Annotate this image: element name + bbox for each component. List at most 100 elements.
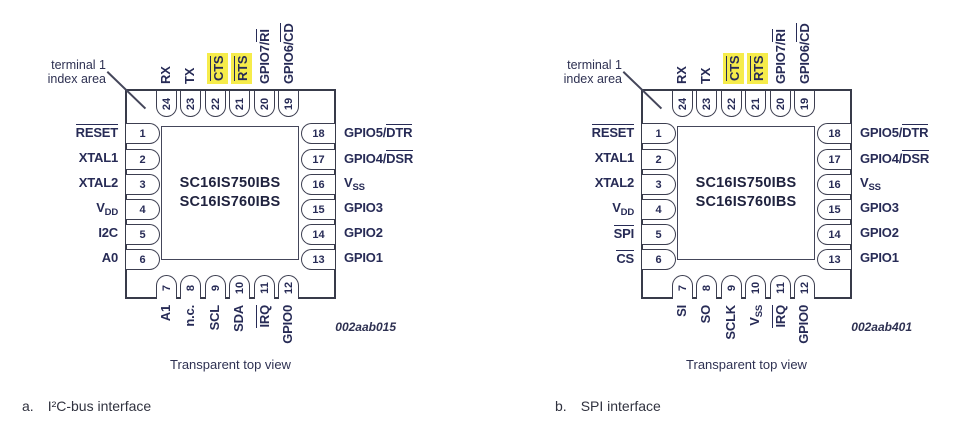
pin-number: 19 [798, 97, 811, 110]
index-area-label: terminal 1 index area [28, 58, 106, 86]
pin-8: 8 [696, 275, 717, 299]
pin-23-label: TX [698, 67, 713, 84]
pin-18: 18 [301, 123, 335, 144]
pin-10: 10 [229, 275, 250, 299]
pin-17-label: GPIO4/DSR [344, 150, 414, 166]
pin-3-label: XTAL2 [594, 175, 634, 190]
pin-number: 7 [160, 284, 173, 291]
pin-24: 24 [156, 91, 177, 117]
pin-4: 4 [642, 199, 676, 220]
index-area-label-line2: index area [563, 72, 622, 86]
pin-16: 16 [817, 174, 851, 195]
pin-number: 7 [676, 284, 689, 291]
pin-number: 8 [184, 284, 197, 291]
pin-5-label: SPI [613, 225, 634, 241]
pinout-figure-i2c: terminal 1 index area SC16IS750IBS SC16I… [0, 0, 455, 426]
caption-letter: a. [22, 398, 34, 414]
pin-number: 12 [798, 281, 811, 294]
index-area-label-line1: terminal 1 [567, 58, 622, 72]
pin-number: 20 [258, 97, 271, 110]
pin-number: 15 [828, 203, 841, 216]
pin-3: 3 [126, 174, 160, 195]
pin-21-label: RTS [231, 12, 252, 84]
pin-13-label: GPIO1 [860, 250, 899, 265]
pin-number: 23 [184, 97, 197, 110]
pin-1-label: RESET [591, 124, 634, 140]
caption-letter: b. [555, 398, 567, 414]
caption-text: I²C-bus interface [47, 398, 152, 414]
pin-8: 8 [180, 275, 201, 299]
pin-18-label: GPIO5/DTR [860, 124, 929, 140]
pin-23: 23 [696, 91, 717, 117]
pin-number: 4 [655, 203, 662, 216]
pin-number: 4 [139, 203, 146, 216]
pin-number: 2 [139, 153, 146, 166]
pin-number: 6 [139, 253, 146, 266]
pin-number: 23 [700, 97, 713, 110]
pin-21: 21 [745, 91, 766, 117]
pin-17: 17 [301, 149, 335, 170]
chip-part-number-1: SC16IS750IBS [179, 175, 281, 191]
pin-22: 22 [721, 91, 742, 117]
pin-number: 14 [312, 228, 325, 241]
chip-package-outline [641, 89, 852, 299]
pin-22-label: CTS [723, 12, 744, 84]
chip-package-outline [125, 89, 336, 299]
pin-14: 14 [301, 224, 335, 245]
pin-18: 18 [817, 123, 851, 144]
pin-13-label: GPIO1 [344, 250, 383, 265]
pin-11: 11 [770, 275, 791, 299]
pin-24: 24 [672, 91, 693, 117]
pin-number: 20 [774, 97, 787, 110]
pin-number: 2 [655, 153, 662, 166]
pin-number: 21 [233, 97, 246, 110]
pin-number: 1 [139, 127, 146, 140]
pin-24-label: RX [674, 66, 689, 84]
pin-23-label: TX [182, 67, 197, 84]
pin-5: 5 [642, 224, 676, 245]
pin-21: 21 [229, 91, 250, 117]
pin-number: 14 [828, 228, 841, 241]
pin-4-label: VDD [612, 200, 634, 218]
index-area-label-line2: index area [47, 72, 106, 86]
pin-number: 24 [160, 97, 173, 110]
pin-number: 13 [828, 253, 841, 266]
pin-4: 4 [126, 199, 160, 220]
pin-number: 6 [655, 253, 662, 266]
pin-number: 11 [258, 281, 271, 294]
chip-die-outline: SC16IS750IBS SC16IS760IBS [677, 126, 815, 260]
pin-number: 19 [282, 97, 295, 110]
pin-19-label: GPIO6/CD [280, 23, 296, 84]
pin-7: 7 [672, 275, 693, 299]
pin-6-label: CS [616, 250, 634, 266]
pin-number: 10 [233, 281, 246, 294]
pin-3-label: XTAL2 [78, 175, 118, 190]
caption-text: SPI interface [580, 398, 661, 414]
pin-2-label: XTAL1 [594, 150, 634, 165]
pin-number: 3 [139, 178, 146, 191]
pin-number: 22 [209, 97, 222, 110]
pin-24-label: RX [158, 66, 173, 84]
pin-number: 9 [725, 284, 738, 291]
pin-2: 2 [642, 149, 676, 170]
pin-16-label: VSS [344, 175, 365, 193]
view-orientation-label: Transparent top view [170, 357, 291, 372]
pinout-figure-spi: terminal 1 index area SC16IS750IBS SC16I… [516, 0, 971, 426]
pin-19: 19 [278, 91, 299, 117]
pin-number: 15 [312, 203, 325, 216]
pin-number: 3 [655, 178, 662, 191]
chip-part-number-2: SC16IS760IBS [179, 194, 281, 210]
pin-number: 22 [725, 97, 738, 110]
pin-2: 2 [126, 149, 160, 170]
pin-7: 7 [156, 275, 177, 299]
pin-16: 16 [301, 174, 335, 195]
pin-number: 17 [828, 153, 841, 166]
pin-4-label: VDD [96, 200, 118, 218]
pin-number: 17 [312, 153, 325, 166]
pin-3: 3 [642, 174, 676, 195]
figure-caption-b: b. SPI interface [555, 398, 661, 414]
pin-20: 20 [254, 91, 275, 117]
chip-part-numbers: SC16IS750IBS SC16IS760IBS [180, 174, 281, 212]
pin-9: 9 [721, 275, 742, 299]
pin-6: 6 [126, 249, 160, 270]
